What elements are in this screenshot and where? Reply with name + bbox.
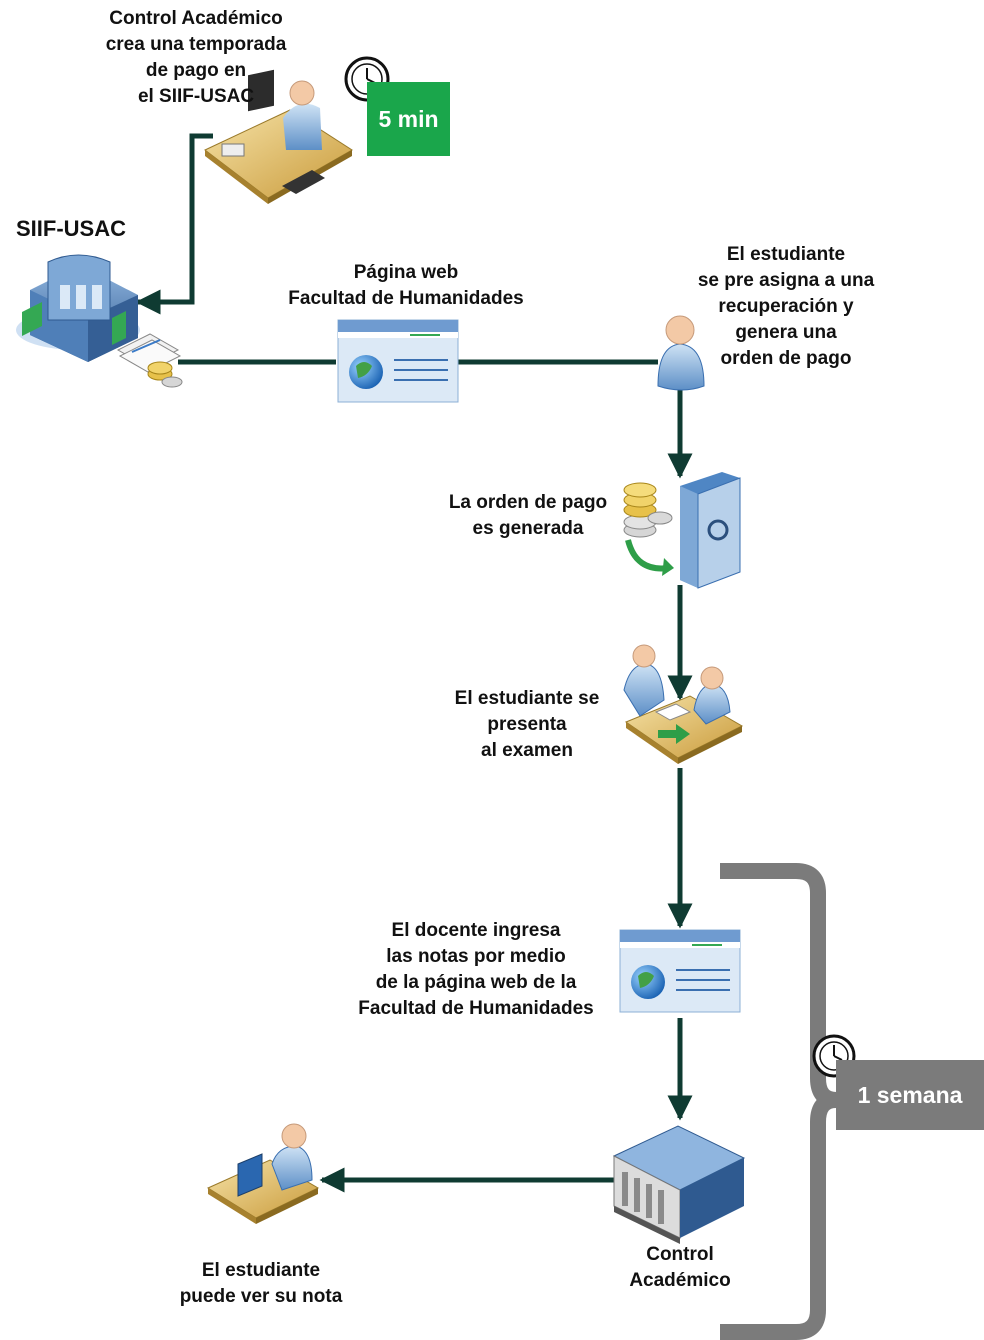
connectors (135, 133, 693, 1193)
label-estudiante-nota: El estudiante puede ver su nota (179, 1260, 343, 1307)
control-building-icon (612, 1125, 746, 1244)
web-page-icon (337, 319, 459, 403)
label-pagina-web: Página web Facultad de Humanidades (288, 262, 524, 309)
label-control-academico-bottom: Control Académico (629, 1244, 731, 1291)
worker-desk-icon (204, 69, 353, 204)
label-docente-notas: El docente ingresa las notas por medio d… (358, 920, 594, 1019)
web-page-icon-2 (619, 929, 741, 1013)
documents-coins-icon (116, 333, 183, 388)
exam-meeting-icon (623, 644, 744, 764)
label-estudiante-preasigna: El estudiante se pre asigna a una recupe… (697, 244, 875, 369)
arrow-control-to-siif (135, 133, 213, 315)
time-badge-1semana: 1 semana (836, 1060, 984, 1130)
label-siif-usac: SIIF-USAC (16, 216, 126, 241)
label-control-academico-top: Control Académico crea una temporada de … (105, 8, 287, 107)
siif-building-icon (16, 254, 140, 362)
label-orden-generada: La orden de pago es generada (448, 492, 608, 539)
time-badge-5min: 5 min (367, 82, 450, 156)
student-computer-icon (206, 1123, 320, 1224)
student-icon (657, 315, 705, 391)
label-estudiante-examen: El estudiante se presenta al examen (454, 688, 600, 761)
coins-safe-icon (623, 472, 741, 589)
